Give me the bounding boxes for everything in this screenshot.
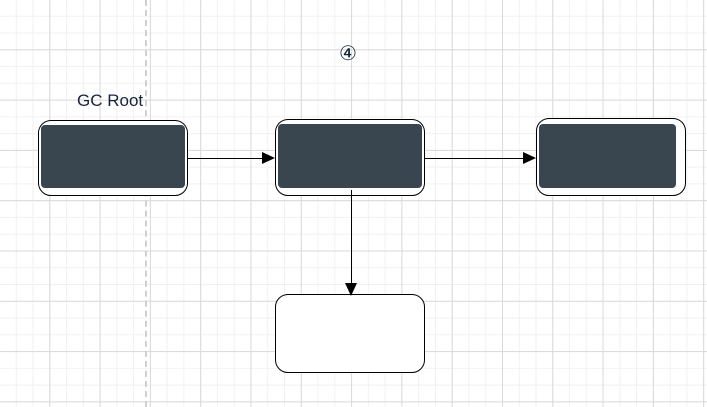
gc-root-label: GC Root — [77, 91, 144, 110]
edge-middle-to-bottom-line — [351, 190, 352, 284]
edge-middle-to-right-arrowhead — [523, 152, 536, 164]
gc-root-node[interactable] — [38, 120, 188, 196]
right-node-fill — [539, 124, 676, 188]
edge-middle-to-right-line — [425, 158, 524, 159]
middle-node[interactable] — [275, 119, 425, 196]
edge-root-to-middle-arrowhead — [262, 152, 275, 164]
right-node[interactable] — [536, 118, 686, 196]
gc-root-node-fill — [41, 125, 185, 188]
bottom-node[interactable] — [275, 294, 425, 373]
vertical-guide-line — [145, 0, 147, 407]
step-number-badge: ④ — [339, 43, 357, 65]
edge-root-to-middle-line — [188, 158, 263, 159]
edge-middle-to-bottom-arrowhead — [345, 283, 357, 296]
middle-node-fill — [278, 124, 422, 188]
